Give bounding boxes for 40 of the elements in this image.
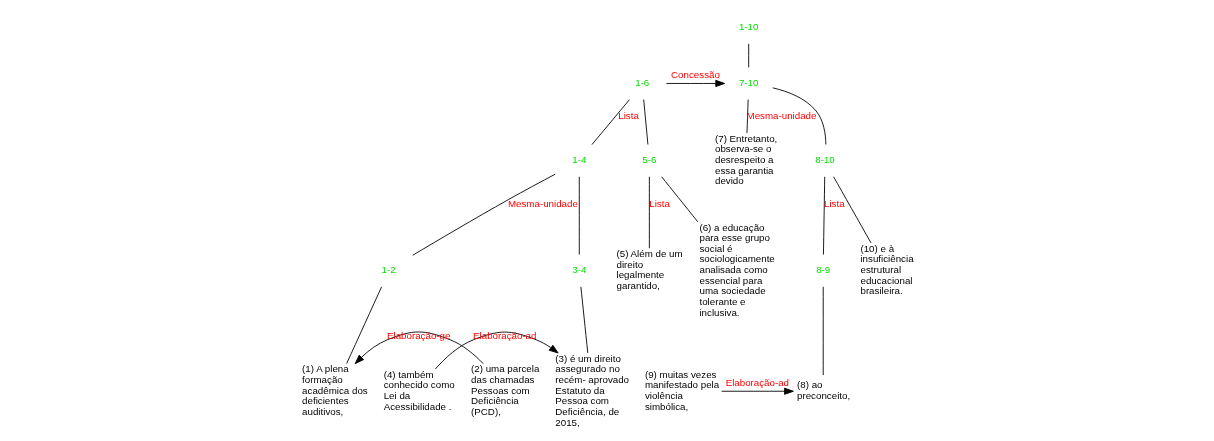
connector xyxy=(346,286,383,364)
node-text: 8-10 xyxy=(815,154,835,166)
edge-label: Lista xyxy=(649,198,670,210)
node-text: (10) e à insuficiência estrutural educacional brasileira. xyxy=(860,242,914,297)
connector xyxy=(580,286,589,354)
connector xyxy=(591,99,630,145)
edge-label: Mesma-unidade xyxy=(507,198,578,210)
node-text: (3) é um direito assegurado no recém- aprovado Estatuto da Pessoa com Deficiência, de 2015, xyxy=(555,352,630,428)
connector xyxy=(643,99,649,145)
node-text: (9) muitas vezes manifestado pela violência simbólica, xyxy=(644,368,720,412)
arrow xyxy=(665,79,726,87)
edge-label: Lista xyxy=(618,109,639,121)
connector xyxy=(746,99,749,134)
node-text: (2) uma parcela das chamadas Pessoas com Deficiência (PCD), xyxy=(471,363,540,418)
node-text: 5-6 xyxy=(642,154,657,166)
node-text: 1-4 xyxy=(572,154,587,166)
node-text: (8) ao preconceito, xyxy=(797,379,851,402)
connector xyxy=(661,176,699,223)
node-text: 7-10 xyxy=(738,76,759,88)
node-text: 8-9 xyxy=(816,264,831,276)
arrow xyxy=(721,387,794,395)
node-text: (6) a educação para esse grupo social é sociologicamente analisada como essencial para uma sociedade tolerante e inclusiva. xyxy=(699,221,775,318)
node-text: (4) também conhecido como Lei da Acessibilidade . xyxy=(383,368,455,412)
edge-label: Concessão xyxy=(671,68,720,80)
arrow xyxy=(434,331,559,370)
node-text: (5) Além de um direito legalmente garantido, xyxy=(616,248,683,292)
connector xyxy=(833,176,872,244)
connector xyxy=(823,176,826,255)
arrow xyxy=(354,331,484,365)
node-text: 1-6 xyxy=(635,76,650,88)
node-text: 1-10 xyxy=(738,21,759,33)
node-text: 3-4 xyxy=(572,264,587,276)
node-text: (7) Entretanto, observa-se o desrespeito a essa garantia devido xyxy=(714,132,778,187)
edge-label: Elaboração-ad xyxy=(725,376,790,388)
connector xyxy=(412,173,556,256)
connector xyxy=(748,43,750,68)
connector xyxy=(648,176,650,249)
connector xyxy=(578,176,580,255)
node-text: 1-2 xyxy=(381,264,396,276)
node-text: (1) A plena formação acadêmica dos deficientes auditivos, xyxy=(302,363,368,418)
